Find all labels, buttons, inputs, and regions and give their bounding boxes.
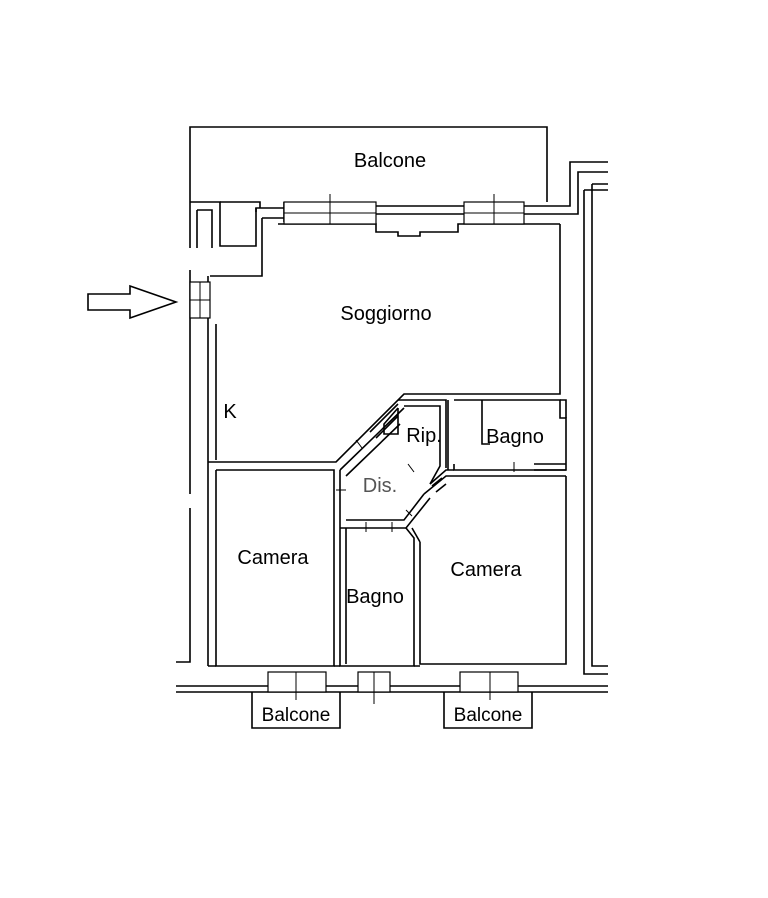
balcony-bottom-right <box>443 692 533 729</box>
window-bottom-left <box>267 671 327 693</box>
label-camera-left: Camera <box>237 547 309 569</box>
walls-soggiorno <box>208 224 561 528</box>
wall-top-facade <box>278 161 608 237</box>
label-kitchen: K <box>223 401 237 423</box>
walls-left-exterior <box>176 270 217 666</box>
label-camera-right: Camera <box>450 559 522 581</box>
label-ripostiglio: Rip. <box>406 425 442 447</box>
label-bagno-right: Bagno <box>486 426 544 448</box>
label-soggiorno: Soggiorno <box>340 303 431 325</box>
label-balcone-bottom-left: Balcone <box>262 705 331 726</box>
label-balcone-top: Balcone <box>354 150 426 172</box>
wall-bottom-facade <box>176 665 608 704</box>
label-disimpegno: Dis. <box>363 475 397 497</box>
label-balcone-bottom-right: Balcone <box>454 705 523 726</box>
label-bagno-center: Bagno <box>346 586 404 608</box>
entrance-arrow-icon <box>87 284 179 320</box>
walls-right-exterior <box>583 183 608 675</box>
walls-top-left <box>189 201 285 277</box>
window-bottom-right <box>459 671 519 693</box>
balcony-bottom-left <box>251 692 341 729</box>
balcony-top <box>189 126 548 202</box>
